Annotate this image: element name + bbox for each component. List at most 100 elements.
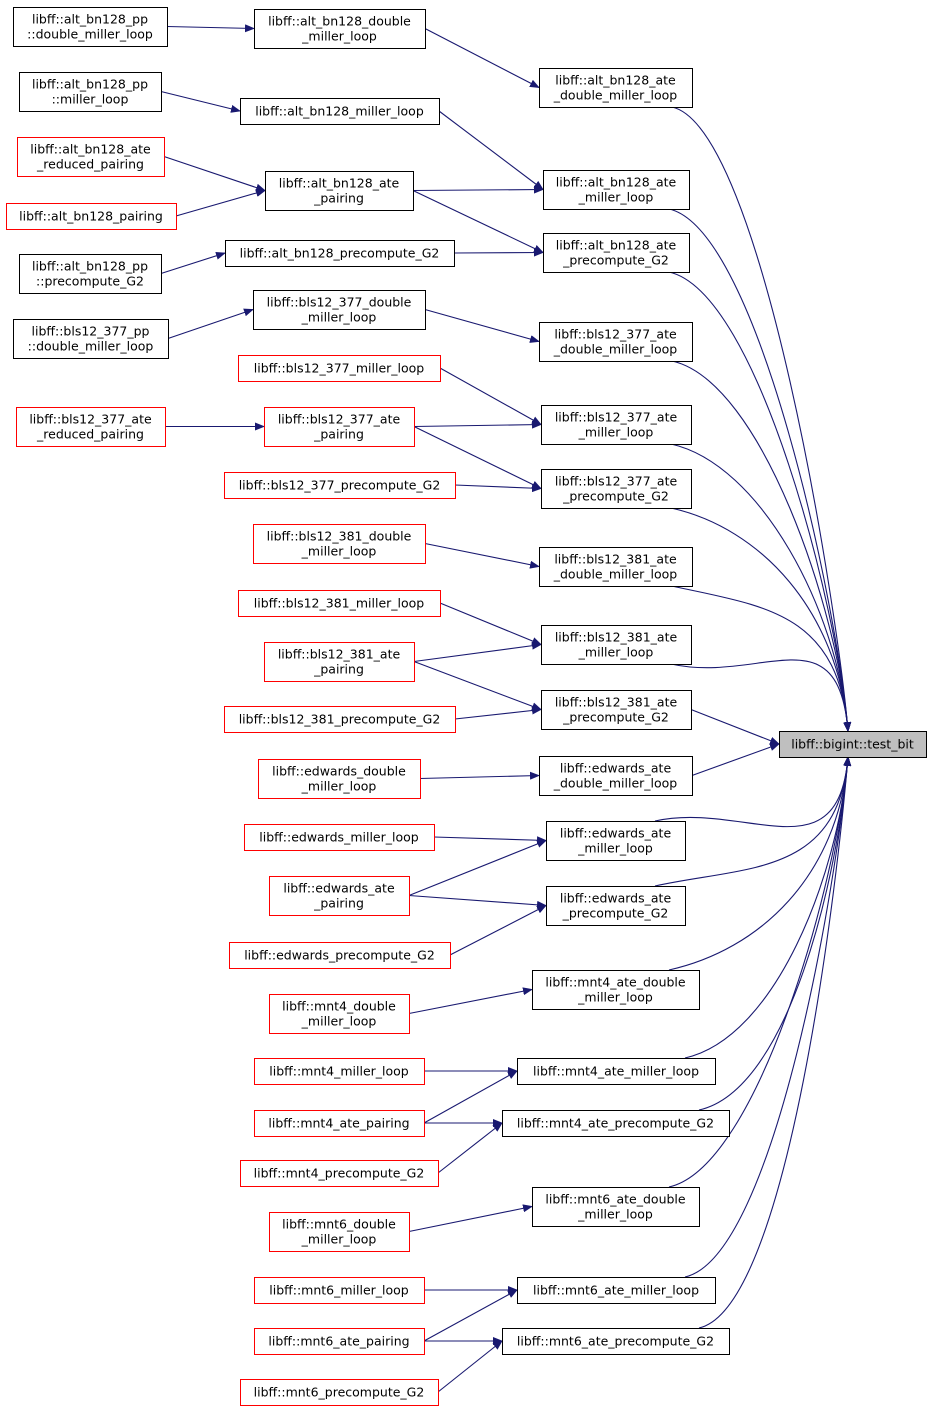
caller-node-b381dml[interactable]: libff::bls12_381_double_miller_loop xyxy=(253,524,426,564)
caller-node-bnrp[interactable]: libff::alt_bn128_ate_reduced_pairing xyxy=(17,137,165,177)
node-box xyxy=(254,1277,425,1304)
node-box xyxy=(16,407,166,447)
caller-node-b377dml[interactable]: libff::bls12_377_double_miller_loop xyxy=(253,290,426,330)
node-label-line: _pairing xyxy=(313,896,364,911)
node-box xyxy=(532,970,700,1010)
caller-node-b377atedml[interactable]: libff::bls12_377_ate_double_miller_loop xyxy=(539,322,693,362)
node-label-line: _precompute_G2 xyxy=(562,710,669,725)
node-label-line: libff::bigint::test_bit xyxy=(791,737,914,752)
node-box xyxy=(269,1212,410,1252)
caller-node-bnap[interactable]: libff::alt_bn128_ate_pairing xyxy=(265,171,414,211)
caller-node-edatepg2[interactable]: libff::edwards_ate_precompute_G2 xyxy=(546,886,686,926)
caller-node-b381ateml[interactable]: libff::bls12_381_ate_miller_loop xyxy=(541,625,692,665)
caller-node-m6atepg2[interactable]: libff::mnt6_ate_precompute_G2 xyxy=(502,1328,730,1355)
caller-node-m6pg2[interactable]: libff::mnt6_precompute_G2 xyxy=(240,1379,439,1406)
caller-node-edateml[interactable]: libff::edwards_ate_miller_loop xyxy=(546,821,686,861)
caller-node-m4ateml[interactable]: libff::mnt4_ate_miller_loop xyxy=(517,1058,716,1085)
edge-m4atedml-to-T xyxy=(668,756,852,971)
caller-node-m6ap[interactable]: libff::mnt6_ate_pairing xyxy=(254,1328,425,1355)
caller-node-m4ap[interactable]: libff::mnt4_ate_pairing xyxy=(254,1110,425,1137)
caller-node-b381ml[interactable]: libff::bls12_381_miller_loop xyxy=(238,590,441,617)
node-box xyxy=(258,759,421,799)
node-label-line: _reduced_pairing xyxy=(36,157,144,172)
node-label-line: libff::bls12_381_ate xyxy=(555,630,678,645)
edge-b377pg2-to-b377atepg2 xyxy=(454,484,542,493)
caller-node-b381atepg2[interactable]: libff::bls12_381_ate_precompute_G2 xyxy=(541,690,692,730)
caller-node-b377atepg2[interactable]: libff::bls12_377_ate_precompute_G2 xyxy=(541,469,692,509)
caller-node-bnpg2[interactable]: libff::alt_bn128_precompute_G2 xyxy=(225,240,455,267)
caller-node-bnatedml[interactable]: libff::alt_bn128_ate_double_miller_loop xyxy=(539,68,693,108)
node-label-line: libff::bls12_377_pp xyxy=(32,324,150,339)
edge-m6pg2-to-m6atepg2 xyxy=(437,1340,503,1393)
caller-node-m6ml[interactable]: libff::mnt6_miller_loop xyxy=(254,1277,425,1304)
caller-node-pp377dml[interactable]: libff::bls12_377_pp::double_miller_loop xyxy=(13,319,169,359)
caller-node-bnml[interactable]: libff::alt_bn128_miller_loop xyxy=(240,98,440,125)
node-label-line: libff::mnt6_precompute_G2 xyxy=(254,1385,425,1400)
edge-ppml-to-bnml xyxy=(160,90,241,113)
node-label-line: _precompute_G2 xyxy=(562,489,669,504)
caller-node-m6dml[interactable]: libff::mnt6_double_miller_loop xyxy=(269,1212,410,1252)
node-label-line: libff::edwards_ate xyxy=(283,881,395,896)
edge-b377atedml-to-T xyxy=(671,360,852,732)
caller-node-b377ap[interactable]: libff::bls12_377_ate_pairing xyxy=(264,407,415,447)
node-label-line: _miller_loop xyxy=(301,779,377,794)
node-box xyxy=(269,876,410,916)
caller-node-m4pg2[interactable]: libff::mnt4_precompute_G2 xyxy=(240,1160,439,1187)
edge-edap-to-edatepg2 xyxy=(408,894,547,909)
node-box xyxy=(244,824,435,851)
caller-node-m4ml[interactable]: libff::mnt4_miller_loop xyxy=(254,1058,425,1085)
node-label-line: libff::alt_bn128_ate xyxy=(30,142,151,157)
node-label-line: libff::bls12_381_precompute_G2 xyxy=(239,712,441,727)
node-label-line: _miller_loop xyxy=(301,544,377,559)
edge-edpg2-to-edatepg2 xyxy=(449,905,547,956)
caller-node-b377ml[interactable]: libff::bls12_377_miller_loop xyxy=(238,355,441,382)
node-label-line: libff::bls12_377_precompute_G2 xyxy=(239,478,441,493)
node-box xyxy=(253,524,426,564)
caller-node-bnatepg2[interactable]: libff::alt_bn128_ate_precompute_G2 xyxy=(543,233,690,273)
node-label-line: libff::mnt4_double xyxy=(282,999,396,1014)
caller-node-m6atedml[interactable]: libff::mnt6_ate_double_miller_loop xyxy=(532,1187,700,1227)
caller-node-m4atedml[interactable]: libff::mnt4_ate_double_miller_loop xyxy=(532,970,700,1010)
caller-node-b381pg2[interactable]: libff::bls12_381_precompute_G2 xyxy=(224,706,456,733)
caller-node-b377rp[interactable]: libff::bls12_377_ate_reduced_pairing xyxy=(16,407,166,447)
caller-node-bndml[interactable]: libff::alt_bn128_double_miller_loop xyxy=(254,9,426,49)
node-label-line: libff::alt_bn128_pp xyxy=(32,77,148,92)
node-label-line: libff::mnt6_double xyxy=(282,1217,396,1232)
node-box xyxy=(240,1379,439,1406)
node-box xyxy=(254,1110,425,1137)
caller-node-edpg2[interactable]: libff::edwards_precompute_G2 xyxy=(229,942,451,969)
node-box xyxy=(229,942,451,969)
caller-node-eddml[interactable]: libff::edwards_double_miller_loop xyxy=(258,759,421,799)
caller-node-edap[interactable]: libff::edwards_ate_pairing xyxy=(269,876,410,916)
caller-node-ppml[interactable]: libff::alt_bn128_pp::miller_loop xyxy=(19,72,162,112)
caller-node-m4atepg2[interactable]: libff::mnt4_ate_precompute_G2 xyxy=(502,1110,730,1137)
caller-node-m4dml[interactable]: libff::mnt4_double_miller_loop xyxy=(269,994,410,1034)
node-box xyxy=(13,319,169,359)
edge-m4ap-to-m4ateml xyxy=(423,1070,518,1124)
node-box xyxy=(254,9,426,49)
node-label-line: _miller_loop xyxy=(578,190,654,205)
caller-node-m6ateml[interactable]: libff::mnt6_ate_miller_loop xyxy=(517,1277,716,1304)
node-label-line: libff::mnt4_miller_loop xyxy=(269,1064,409,1079)
caller-node-b381ap[interactable]: libff::bls12_381_ate_pairing xyxy=(264,642,415,682)
target-node[interactable]: libff::bigint::test_bit xyxy=(779,731,927,758)
edge-m4atepg2-to-T xyxy=(698,756,852,1111)
edge-b381ml-to-b381ateml xyxy=(439,602,542,646)
caller-node-ppg2[interactable]: libff::alt_bn128_pp::precompute_G2 xyxy=(19,254,162,294)
caller-node-bnateml[interactable]: libff::alt_bn128_ate_miller_loop xyxy=(543,170,690,210)
caller-node-b377pg2[interactable]: libff::bls12_377_precompute_G2 xyxy=(224,472,456,499)
caller-node-b381atedml[interactable]: libff::bls12_381_ate_double_miller_loop xyxy=(539,547,693,587)
node-box xyxy=(240,1160,439,1187)
caller-node-ppdml[interactable]: libff::alt_bn128_pp::double_miller_loop xyxy=(13,7,168,47)
edge-bndml-to-bnatedml xyxy=(424,28,540,88)
node-label-line: _precompute_G2 xyxy=(562,906,669,921)
caller-node-edatedml[interactable]: libff::edwards_ate_double_miller_loop xyxy=(539,756,693,796)
caller-node-edml[interactable]: libff::edwards_miller_loop xyxy=(244,824,435,851)
edge-edml-to-edateml xyxy=(433,836,547,845)
node-box xyxy=(238,590,441,617)
caller-node-b377ateml[interactable]: libff::bls12_377_ate_miller_loop xyxy=(541,405,692,445)
node-label-line: ::double_miller_loop xyxy=(27,27,153,42)
node-box xyxy=(253,290,426,330)
caller-node-bnpair[interactable]: libff::alt_bn128_pairing xyxy=(6,203,177,230)
